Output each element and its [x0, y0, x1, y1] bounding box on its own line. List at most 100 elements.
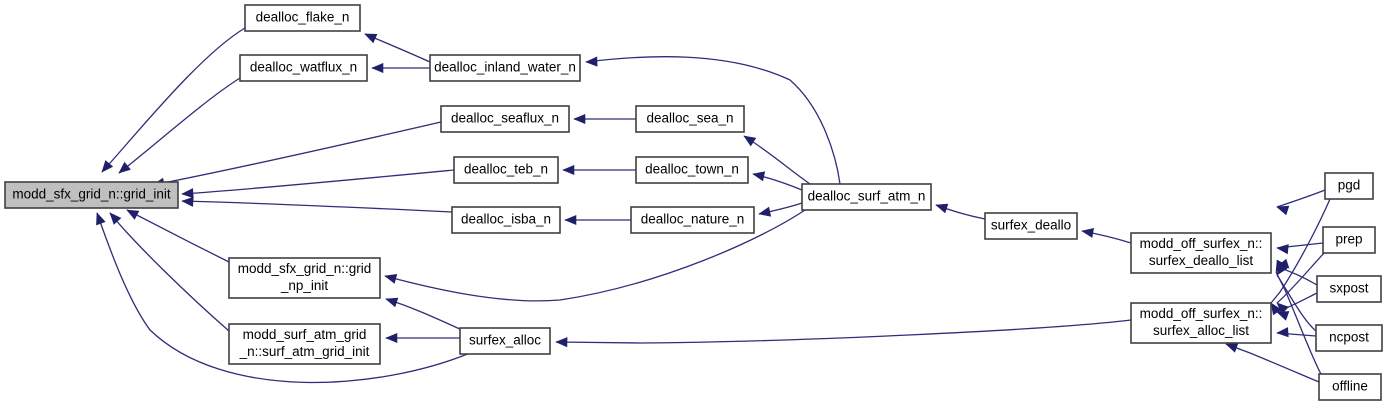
edge-dealloc_isba_n-to-grid_init: [181, 200, 453, 213]
arrowhead: [385, 297, 399, 308]
node-label: dealloc_watflux_n: [250, 60, 357, 75]
node-box[interactable]: [630, 206, 755, 234]
node-box[interactable]: [1324, 172, 1374, 200]
arrowhead: [101, 160, 114, 173]
node-box[interactable]: [453, 156, 559, 184]
node-box[interactable]: [801, 183, 932, 211]
edge-dealloc_flake_n-to-grid_init: [101, 27, 246, 173]
edge-dealloc_surf_atm_n-to-dealloc_inland_water_n: [585, 56, 841, 185]
arrowhead: [562, 164, 575, 176]
arrowhead: [1276, 311, 1290, 321]
node-box[interactable]: [429, 54, 581, 82]
node-label: dealloc_sea_n: [646, 111, 733, 126]
node-dealloc_teb_n[interactable]: dealloc_teb_n: [453, 156, 559, 184]
node-dealloc_isba_n[interactable]: dealloc_isba_n: [451, 206, 561, 234]
edge-grid_np_init-to-grid_init: [126, 209, 230, 263]
node-label: dealloc_isba_n: [461, 212, 551, 227]
node-box[interactable]: [239, 54, 368, 82]
arrowhead: [555, 337, 568, 348]
edge-surfex_alloc-to-grid_np_init: [385, 298, 463, 331]
node-dealloc_seaflux_n[interactable]: dealloc_seaflux_n: [440, 105, 570, 133]
node-label: dealloc_teb_n: [464, 162, 548, 177]
arrowhead: [181, 196, 194, 207]
edge-dealloc_surf_atm_n-to-dealloc_sea_n: [743, 135, 811, 185]
node-box[interactable]: [635, 156, 749, 184]
node-grid_init[interactable]: modd_sfx_grid_n::grid_init: [4, 181, 179, 209]
node-box[interactable]: [228, 257, 381, 299]
node-surfex_deallo_list[interactable]: modd_off_surfex_n::surfex_deallo_list: [1130, 232, 1272, 274]
edge-surf_atm_grid_init-to-grid_init: [109, 212, 230, 332]
node-dealloc_sea_n[interactable]: dealloc_sea_n: [635, 105, 745, 133]
node-box[interactable]: [440, 105, 570, 133]
node-box[interactable]: [459, 327, 551, 355]
node-dealloc_inland_water_n[interactable]: dealloc_inland_water_n: [429, 54, 581, 82]
node-grid_np_init[interactable]: modd_sfx_grid_n::grid_np_init: [228, 257, 381, 299]
node-label: modd_off_surfex_n::: [1140, 306, 1263, 321]
edge-dealloc_surf_atm_n-to-grid_np_init: [384, 209, 806, 302]
edge-prep-to-surfex_alloc_list: [1276, 251, 1326, 304]
arrowhead: [118, 161, 131, 174]
edge-offline-to-surfex_deallo_list: [1275, 271, 1323, 377]
node-label: dealloc_nature_n: [641, 212, 745, 227]
arrowhead: [1276, 244, 1289, 255]
node-box[interactable]: [451, 206, 561, 234]
node-label: modd_sfx_grid_n::grid: [238, 261, 372, 276]
node-label: surfex_deallo_list: [1149, 253, 1254, 268]
node-label: offline: [1332, 379, 1368, 394]
arrowhead: [96, 212, 106, 226]
node-label: modd_surf_atm_grid: [243, 327, 367, 342]
edge-pgd-to-surfex_deallo_list: [1276, 189, 1326, 208]
node-label: surfex_alloc: [469, 333, 541, 348]
arrowhead: [1276, 205, 1290, 216]
arrowhead: [109, 212, 122, 225]
node-sxpost[interactable]: sxpost: [1316, 275, 1382, 303]
node-dealloc_town_n[interactable]: dealloc_town_n: [635, 156, 749, 184]
node-box[interactable]: [4, 181, 179, 209]
node-label: dealloc_flake_n: [256, 10, 350, 25]
edge-dealloc_seaflux_n-to-grid_init: [152, 121, 442, 186]
node-label: surfex_alloc_list: [1153, 323, 1249, 338]
node-dealloc_flake_n[interactable]: dealloc_flake_n: [244, 4, 361, 32]
node-label: sxpost: [1329, 281, 1368, 296]
arrowhead: [364, 33, 378, 44]
node-box[interactable]: [1315, 324, 1383, 352]
node-prep[interactable]: prep: [1322, 226, 1376, 254]
arrowhead: [1276, 327, 1289, 338]
node-box[interactable]: [228, 323, 381, 365]
arrowhead: [1275, 259, 1286, 273]
arrowhead: [181, 188, 194, 199]
node-surf_atm_grid_init[interactable]: modd_surf_atm_grid_n::surf_atm_grid_init: [228, 323, 381, 365]
arrowhead: [1081, 227, 1095, 238]
node-box[interactable]: [1322, 226, 1376, 254]
edge-surfex_alloc-to-grid_init: [96, 212, 471, 384]
node-label: dealloc_town_n: [645, 162, 739, 177]
arrowhead: [371, 62, 384, 74]
node-dealloc_nature_n[interactable]: dealloc_nature_n: [630, 206, 755, 234]
edge-dealloc_watflux_n-to-grid_init: [118, 77, 241, 174]
node-dealloc_surf_atm_n[interactable]: dealloc_surf_atm_n: [801, 183, 932, 211]
node-box[interactable]: [244, 4, 361, 32]
node-box[interactable]: [1130, 302, 1272, 344]
node-box[interactable]: [1316, 275, 1382, 303]
node-surfex_alloc_list[interactable]: modd_off_surfex_n::surfex_alloc_list: [1130, 302, 1272, 344]
node-pgd[interactable]: pgd: [1324, 172, 1374, 200]
edge-surfex_alloc_list-to-surfex_alloc: [555, 319, 1132, 344]
node-label: dealloc_seaflux_n: [451, 111, 559, 126]
node-label: surfex_deallo: [991, 218, 1071, 233]
node-surfex_alloc[interactable]: surfex_alloc: [459, 327, 551, 355]
node-box[interactable]: [1318, 373, 1382, 401]
node-ncpost[interactable]: ncpost: [1315, 324, 1383, 352]
arrowhead: [126, 209, 140, 220]
arrowhead: [758, 206, 772, 217]
arrowhead: [385, 332, 398, 344]
node-box[interactable]: [1130, 232, 1272, 274]
node-surfex_deallo[interactable]: surfex_deallo: [984, 212, 1078, 240]
arrowhead: [752, 171, 766, 182]
node-box[interactable]: [984, 212, 1078, 240]
node-offline[interactable]: offline: [1318, 373, 1382, 401]
node-dealloc_watflux_n[interactable]: dealloc_watflux_n: [239, 54, 368, 82]
node-label: ncpost: [1329, 330, 1369, 345]
node-label: _np_init: [280, 278, 329, 293]
arrowhead: [585, 56, 598, 67]
node-box[interactable]: [635, 105, 745, 133]
